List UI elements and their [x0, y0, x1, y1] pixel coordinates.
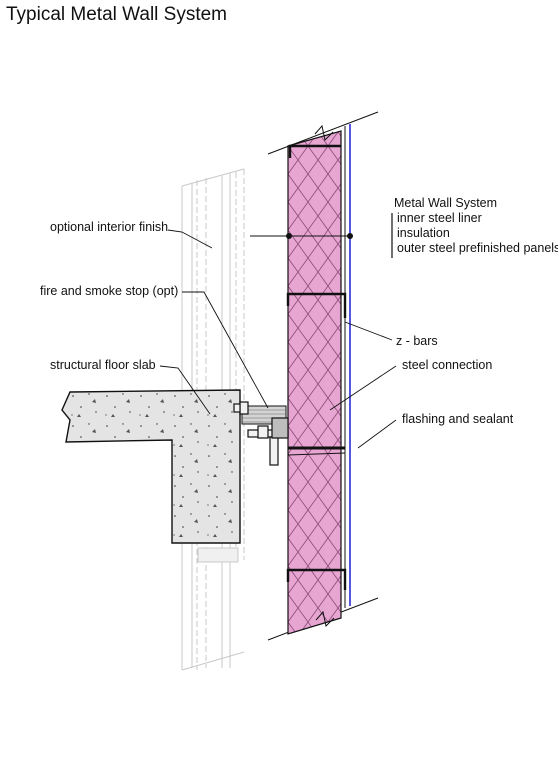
insulation [287, 130, 342, 635]
floor-slab [61, 389, 241, 544]
steel-connection [233, 401, 346, 466]
leader-z-bars [344, 321, 393, 341]
leader-floor-slab [159, 365, 211, 415]
label-flashing-sealant: flashing and sealant [402, 412, 514, 426]
label-optional-interior-finish: optional interior finish [50, 220, 169, 234]
leader-lines [159, 213, 397, 449]
leader-dots [286, 233, 353, 239]
label-z-bars: z - bars [396, 334, 438, 348]
label-steel-connection: steel connection [402, 358, 493, 372]
leader-steel-connection [329, 365, 397, 411]
legend-heading: Metal Wall System [394, 196, 498, 210]
leader-flashing [357, 419, 397, 449]
legend-item: outer steel prefinished panels [397, 241, 558, 255]
page-title: Typical Metal Wall System [6, 4, 228, 25]
leader-fire-stop [182, 291, 269, 409]
label-structural-floor-slab: structural floor slab [50, 358, 156, 372]
legend-item: insulation [397, 226, 450, 240]
legend: Metal Wall System inner steel liner insu… [394, 196, 558, 256]
label-fire-smoke-stop: fire and smoke stop (opt) [40, 284, 179, 298]
leader-interior-finish [167, 229, 213, 249]
outer-steel-panels [314, 124, 351, 628]
legend-item: inner steel liner [397, 211, 482, 225]
